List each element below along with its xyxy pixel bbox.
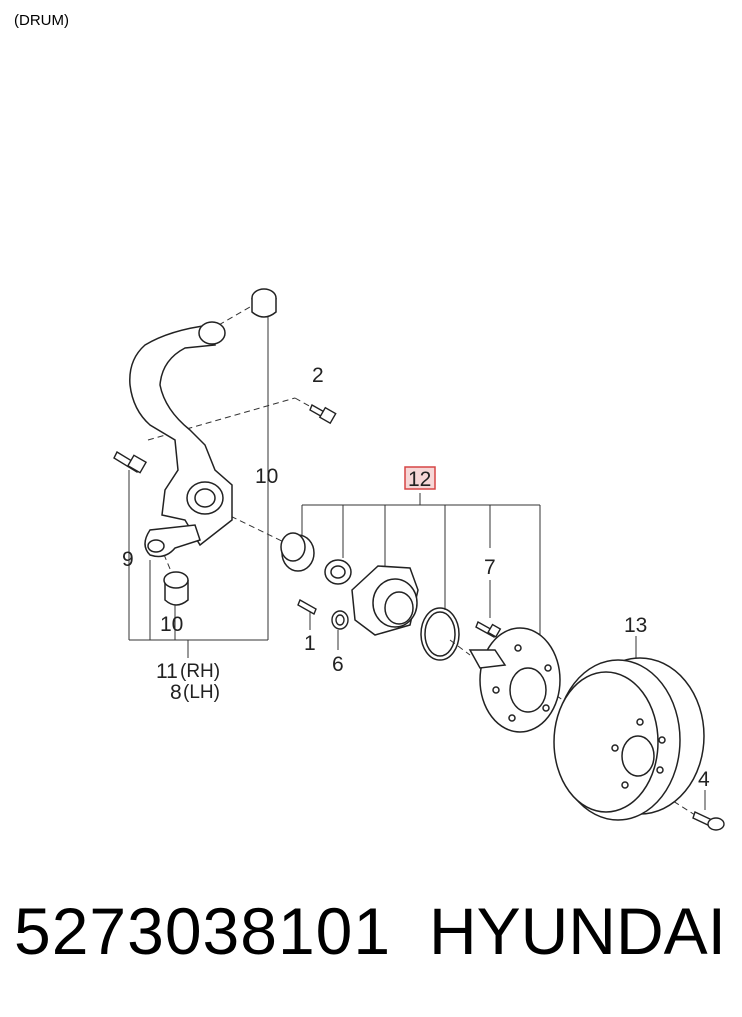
hub-flange <box>468 627 561 733</box>
callout-6: 6 <box>332 653 344 676</box>
callout-9: 9 <box>122 548 134 571</box>
bushing-lower <box>163 571 189 606</box>
exploded-parts-diagram: 1 2 4 6 7 9 10 10 11 (RH) 8 (LH) 12 13 <box>113 288 725 831</box>
hub-cap <box>280 532 315 572</box>
callout-11-side: (RH) <box>180 661 220 682</box>
washer-part-6 <box>331 610 349 630</box>
bushing-upper <box>251 288 277 318</box>
callout-2: 2 <box>312 364 324 387</box>
callout-11: 11 <box>156 660 178 683</box>
wheel-bolt-part-7 <box>475 621 502 638</box>
leader-lines <box>128 300 706 810</box>
callout-12: 12 <box>408 468 431 491</box>
callout-10-upper: 10 <box>255 465 278 488</box>
callout-7: 7 <box>484 556 496 579</box>
callout-10-lower: 10 <box>160 613 183 636</box>
bolt-part-2 <box>309 403 337 425</box>
callout-1: 1 <box>304 632 316 655</box>
brand-name: HYUNDAI <box>428 894 726 968</box>
callout-13: 13 <box>624 614 647 637</box>
hub-bearing-assembly <box>351 565 419 636</box>
bearing-nut <box>324 559 352 585</box>
stud-bolt <box>113 451 148 474</box>
diagram-variant-label: (DRUM) <box>14 12 69 29</box>
bolt-part-1 <box>297 598 317 616</box>
callout-4: 4 <box>698 768 710 791</box>
part-number: 5273038101 <box>14 894 392 968</box>
screw-part-4 <box>692 811 725 831</box>
callout-8-side: (LH) <box>183 682 220 703</box>
trailing-arm-knuckle <box>129 321 233 558</box>
highlight-box-12 <box>404 466 436 490</box>
brake-drum <box>553 657 705 821</box>
o-ring-seal <box>420 607 460 661</box>
callout-8: 8 <box>170 681 182 704</box>
